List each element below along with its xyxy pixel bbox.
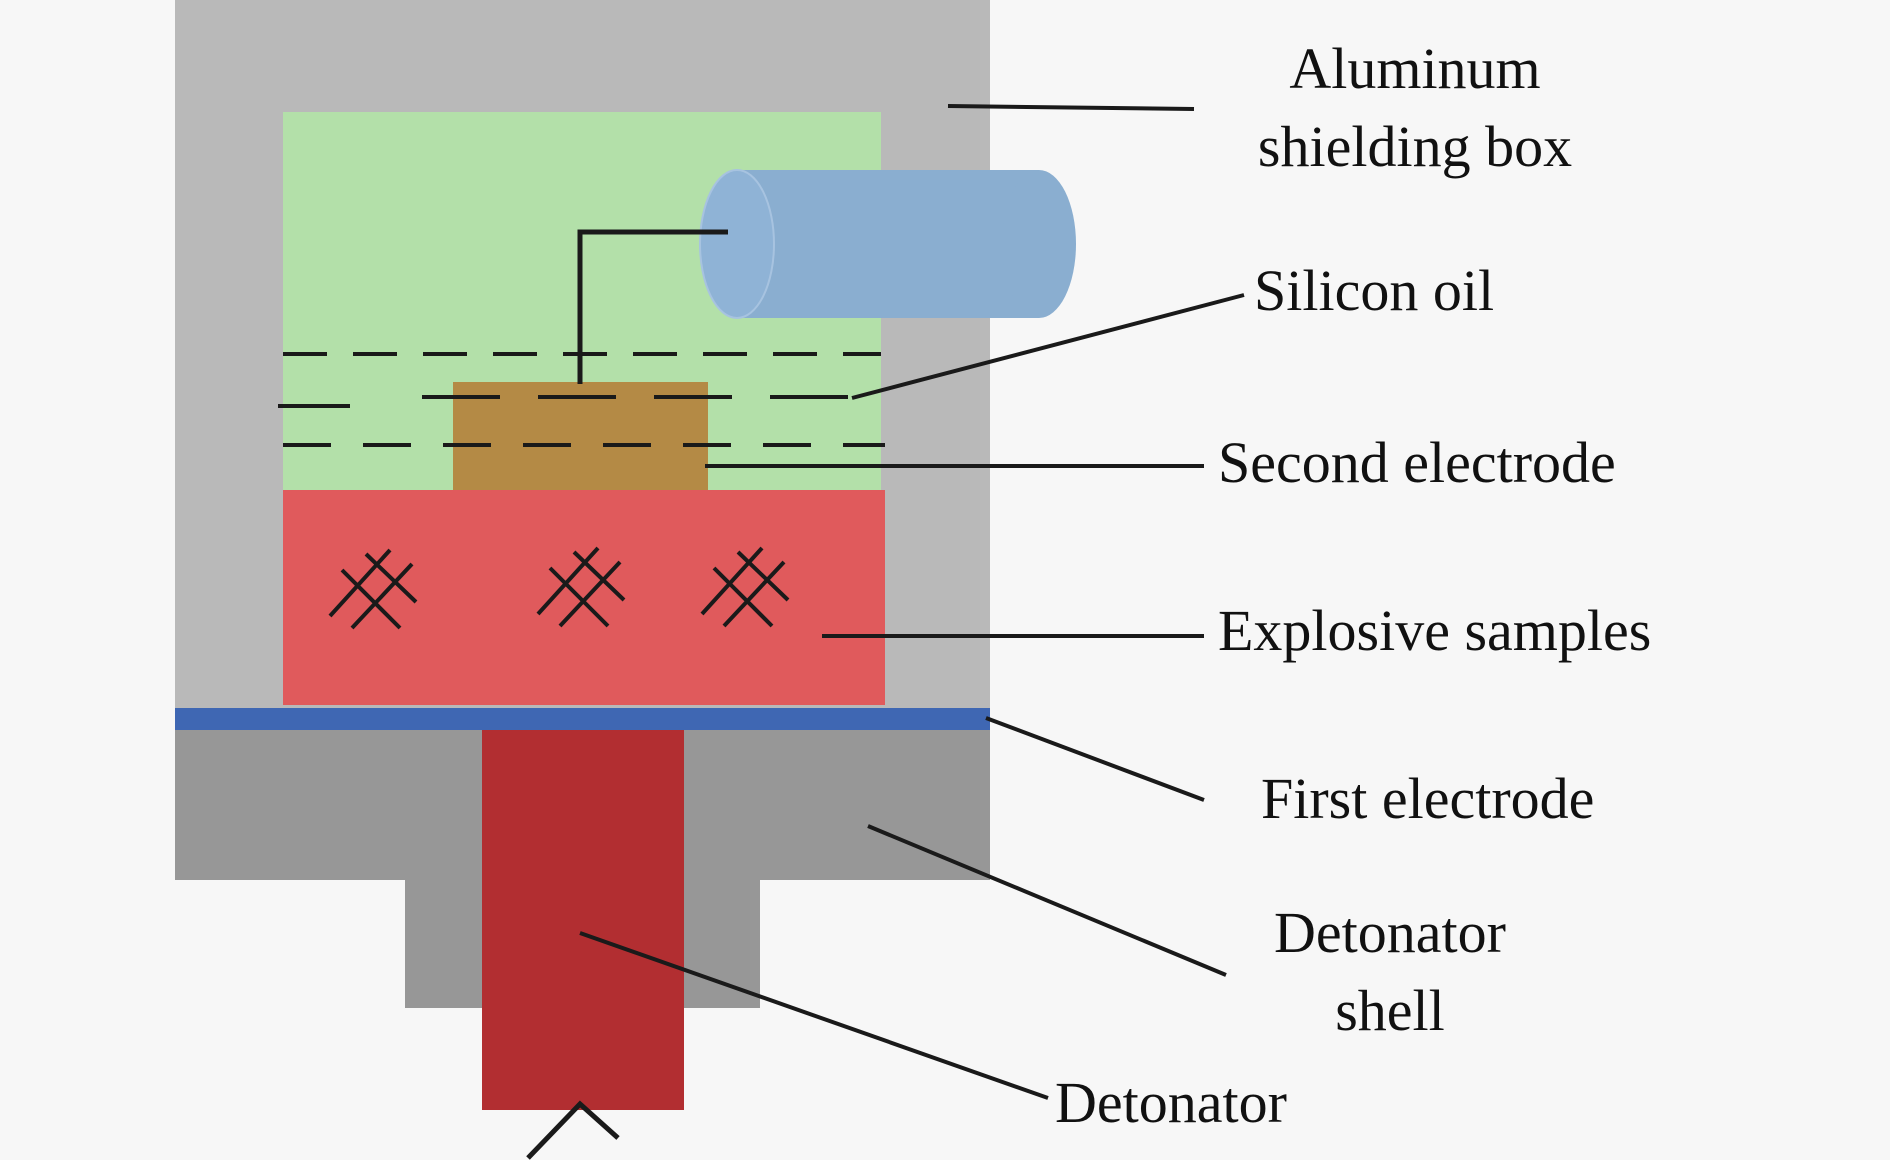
explosive-hatch-marks (328, 546, 790, 630)
label-aluminum-line2: shielding box (1257, 114, 1573, 179)
label-detonator-shell-line2: shell (1335, 978, 1445, 1043)
leader-lines (579, 104, 1245, 1100)
leader-first-electrode (985, 716, 1205, 802)
label-aluminum-shielding-box: Aluminum shielding box (1220, 30, 1610, 186)
signal-wire (577, 229, 728, 384)
leader-silicon-oil (851, 293, 1245, 400)
label-silicon-oil: Silicon oil (1254, 258, 1495, 323)
label-second-electrode: Second electrode (1218, 430, 1616, 495)
label-detonator-shell-line1: Detonator (1274, 900, 1506, 965)
label-explosive-samples: Explosive samples (1218, 598, 1652, 663)
leader-aluminum (947, 104, 1195, 111)
label-aluminum-line1: Aluminum (1289, 36, 1541, 101)
label-first-electrode: First electrode (1261, 766, 1595, 831)
leader-detonator-shell (867, 824, 1227, 977)
label-detonator: Detonator (1055, 1070, 1287, 1135)
detonator-tip (526, 1100, 620, 1160)
first-electrode (175, 708, 990, 730)
second-electrode (453, 382, 708, 490)
detonator-body (482, 730, 684, 1110)
coaxial-cable (699, 169, 1076, 319)
leader-detonator (579, 931, 1049, 1100)
label-detonator-shell: Detonator shell (1200, 894, 1580, 1050)
